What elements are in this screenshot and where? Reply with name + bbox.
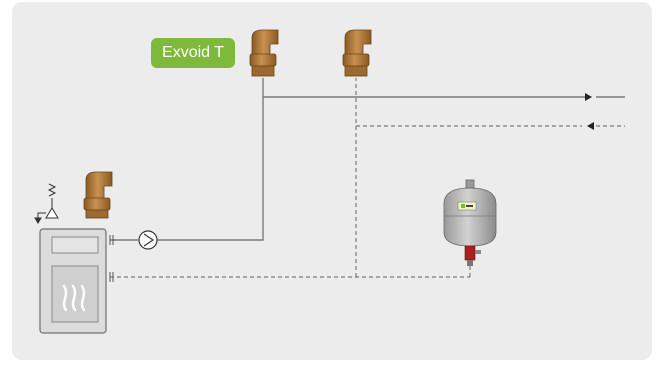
diagram-background	[12, 2, 652, 360]
exvoid-t-label-text: Exvoid T	[162, 44, 224, 61]
expansion-vessel-icon	[443, 179, 497, 266]
flame-icon	[62, 284, 86, 312]
return-arrow-icon	[587, 122, 594, 130]
return-pipe	[110, 78, 625, 278]
air-separator-vent-icon	[83, 171, 113, 219]
circulation-pump-icon	[138, 230, 158, 250]
safety-valve-icon	[34, 183, 59, 224]
air-separator-vent-icon	[342, 29, 372, 77]
supply-arrow-icon	[585, 93, 592, 101]
supply-pipe	[110, 78, 625, 241]
boiler-icon	[39, 228, 107, 334]
air-separator-vent-icon	[249, 29, 279, 77]
exvoid-t-label: Exvoid T	[151, 38, 235, 68]
boiler-connectors	[109, 235, 114, 282]
